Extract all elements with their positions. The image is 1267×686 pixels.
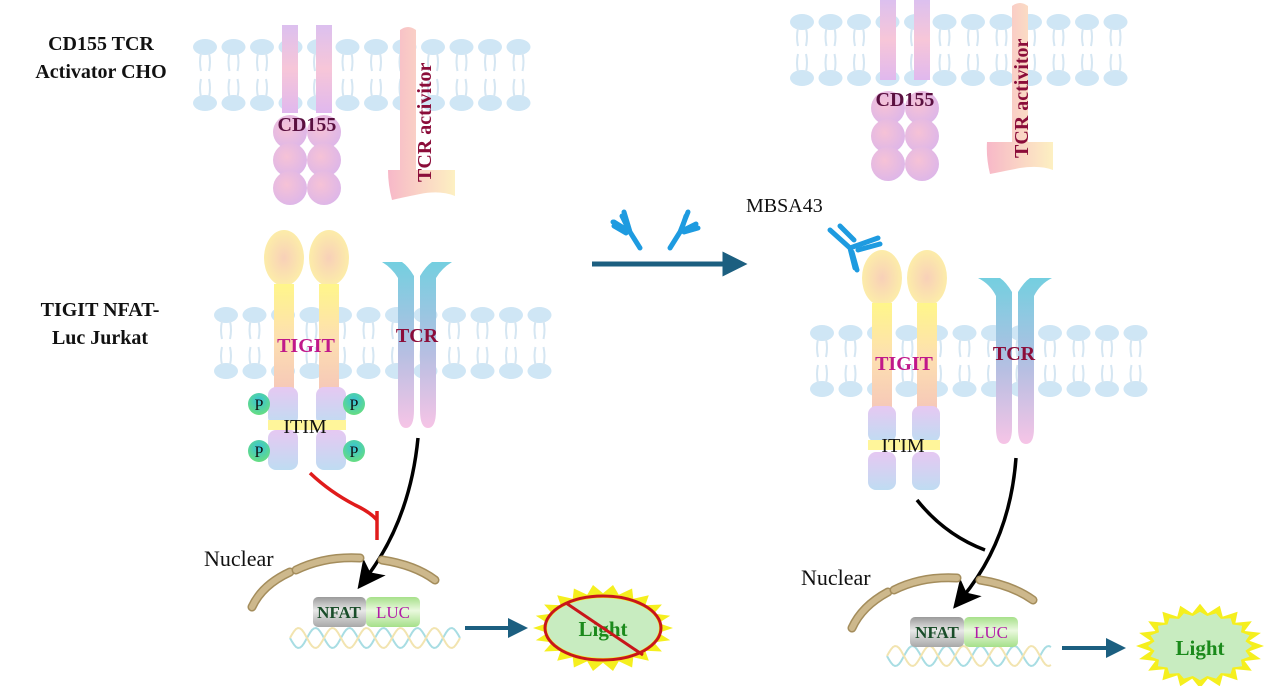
cd155-receptor: CD155 xyxy=(273,25,341,205)
lipid xyxy=(193,39,217,111)
tigit-label-right: TIGIT xyxy=(875,353,933,375)
lipid xyxy=(961,14,985,86)
lipid xyxy=(1095,325,1119,397)
lipid xyxy=(335,39,360,111)
tcr-receptor: TCR xyxy=(382,262,452,428)
jurkat-cell-label-line2: Luc Jurkat xyxy=(51,327,149,349)
lipid xyxy=(1066,325,1091,397)
light-blocked: Light xyxy=(533,585,673,671)
reporter-construct: NFAT LUC xyxy=(313,597,420,627)
no-sign-slash xyxy=(565,601,644,657)
antibody-label: MBSA43 xyxy=(746,195,823,217)
lipid xyxy=(242,307,267,379)
activation-arrow xyxy=(357,437,420,590)
light-core xyxy=(1148,611,1252,681)
lipid xyxy=(989,14,1014,86)
lipid xyxy=(449,39,474,111)
light-emitted: Light xyxy=(1136,603,1264,686)
antibody-icon xyxy=(610,209,701,251)
tcr-activator-label-right: TCR activitor xyxy=(1011,38,1033,158)
lipid xyxy=(1103,14,1128,86)
lipid xyxy=(810,325,834,397)
tcr-label-right: TCR xyxy=(993,343,1036,365)
dna-helix xyxy=(289,626,461,650)
lipid xyxy=(506,39,531,111)
phospho-label: P xyxy=(350,444,359,461)
reporter-construct-right: NFAT LUC xyxy=(910,617,1018,647)
jurkat-cell-label: TIGIT NFAT- Luc Jurkat xyxy=(20,296,180,352)
cho-cell-label-line1: CD155 TCR xyxy=(48,33,154,55)
cd155-label-right: CD155 xyxy=(876,89,935,111)
jurkat-cell-membrane-right xyxy=(810,325,1148,397)
lipid xyxy=(356,307,381,379)
jurkat-cell-membrane xyxy=(214,307,552,379)
phospho-label: P xyxy=(350,397,359,414)
itim-label-right: ITIM xyxy=(881,435,925,457)
dna-strand xyxy=(289,626,461,650)
cd155-label: CD155 xyxy=(278,114,337,136)
activation-arrow-right xyxy=(953,457,1018,609)
inhibition-arrow xyxy=(308,471,379,522)
phospho-groups: P P P P xyxy=(248,393,365,462)
nfat-label: NFAT xyxy=(317,603,361,622)
lipid xyxy=(364,39,388,111)
lipid xyxy=(838,325,863,397)
lipid xyxy=(299,307,324,379)
lipid xyxy=(470,307,495,379)
no-sign-icon xyxy=(543,594,663,662)
cho-cell-label-line2: Activator CHO xyxy=(35,61,167,83)
lipid xyxy=(499,307,523,379)
lipid xyxy=(527,307,552,379)
tcr-activator-label: TCR activitor xyxy=(414,62,436,182)
dna-strand xyxy=(886,644,1052,668)
phospho-label: P xyxy=(255,397,264,414)
cho-cell-membrane-right xyxy=(790,14,1128,86)
luc-label-right: LUC xyxy=(974,623,1008,642)
lipid xyxy=(818,14,843,86)
cho-cell-label: CD155 TCR Activator CHO xyxy=(16,30,186,86)
itim-label: ITIM xyxy=(283,416,327,438)
lipid xyxy=(790,14,814,86)
cd155-receptor-right: CD155 xyxy=(871,0,939,181)
light-label-right: Light xyxy=(1175,636,1224,660)
lipid xyxy=(250,39,274,111)
lipid xyxy=(847,14,871,86)
phospho-circle: P xyxy=(343,440,365,462)
jurkat-cell-label-line1: TIGIT NFAT- xyxy=(40,299,160,321)
nuclear-envelope xyxy=(247,553,440,612)
lipid xyxy=(1038,325,1062,397)
lipid xyxy=(1046,14,1071,86)
tigit-label: TIGIT xyxy=(277,335,335,357)
lipid xyxy=(421,39,445,111)
phospho-label: P xyxy=(255,444,264,461)
lipid xyxy=(442,307,466,379)
luc-label: LUC xyxy=(376,603,410,622)
lipid xyxy=(221,39,246,111)
lipid xyxy=(932,14,957,86)
nuclear-label: Nuclear xyxy=(204,546,274,571)
lipid xyxy=(1123,325,1148,397)
lipid xyxy=(214,307,238,379)
dna-helix-right xyxy=(886,644,1052,668)
tigit-receptor-right: TIGIT ITIM xyxy=(862,250,947,490)
lipid xyxy=(895,325,920,397)
phospho-circle: P xyxy=(248,393,270,415)
nfat-label-right: NFAT xyxy=(915,623,959,642)
tcr-activator: TCR activitor xyxy=(388,27,455,200)
phospho-circle: P xyxy=(343,393,365,415)
tcr-receptor-right: TCR xyxy=(978,278,1052,444)
tcr-activator-right: TCR activitor xyxy=(986,3,1053,174)
phospho-circle: P xyxy=(248,440,270,462)
lipid xyxy=(478,39,502,111)
antibody-bound-icon xyxy=(827,223,883,273)
tigit-signal-line xyxy=(915,498,986,552)
lipid xyxy=(952,325,977,397)
tigit-receptor: TIGIT ITIM xyxy=(264,230,349,470)
cho-cell-membrane xyxy=(193,39,531,111)
tcr-label: TCR xyxy=(396,325,439,347)
lipid xyxy=(1075,14,1099,86)
nuclear-label-right: Nuclear xyxy=(801,565,871,590)
nuclear-envelope-right xyxy=(847,573,1038,633)
